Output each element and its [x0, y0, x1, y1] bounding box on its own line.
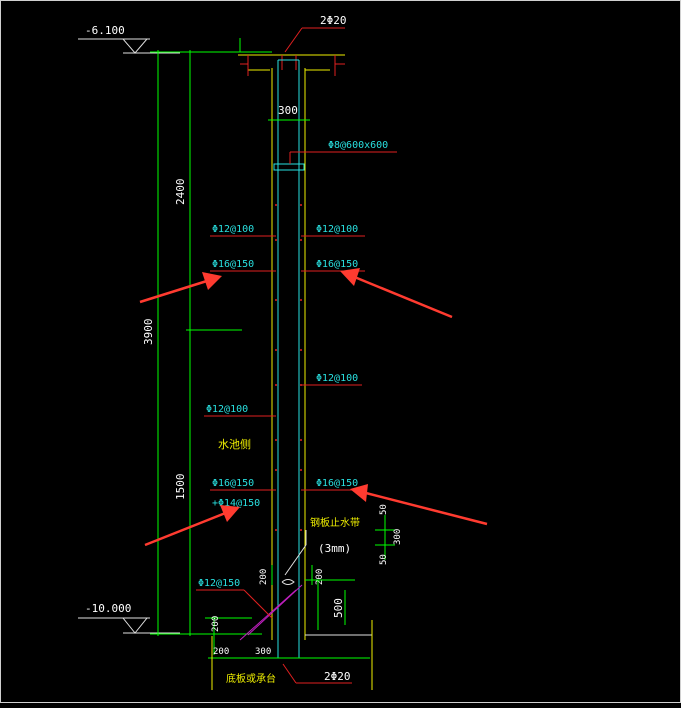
rebar-callout-right-lower: Φ16@150: [301, 478, 362, 491]
dim-upper-label: 2400: [174, 179, 187, 206]
haunch-and-base: 200 200 Φ12@150 200 200 300 500 底板或承台 2Φ…: [196, 565, 373, 690]
level-marker-top: -6.100: [78, 24, 180, 54]
wall-outline: [271, 59, 306, 659]
rebar-callout-left-upper-2: Φ16@150: [210, 259, 276, 272]
svg-text:200: 200: [213, 647, 229, 657]
tie-label: Φ8@600x600: [328, 140, 388, 151]
rebar-callout-right-upper-1: Φ12@100: [301, 224, 365, 237]
svg-text:50: 50: [379, 554, 389, 565]
pool-side-label: 水池侧: [218, 438, 251, 451]
svg-text:Φ12@100: Φ12@100: [212, 224, 254, 235]
rebar-callout-left-mid: Φ12@100: [204, 404, 276, 417]
svg-text:+Φ14@150: +Φ14@150: [212, 498, 260, 509]
svg-text:300: 300: [393, 529, 403, 545]
waterstop: 钢板止水带 (3mm) 50 300 50: [281, 504, 403, 585]
red-arrow-icon: [144, 505, 240, 547]
svg-text:Φ16@150: Φ16@150: [316, 478, 358, 489]
wall-thickness-dim: 300: [268, 104, 310, 121]
svg-text:200: 200: [211, 616, 221, 632]
svg-text:200: 200: [315, 569, 325, 585]
rebar-callout-left-upper-1: Φ12@100: [210, 224, 276, 237]
base-label: 底板或承台: [226, 672, 276, 685]
dim-total-label: 3900: [142, 319, 155, 346]
red-arrow-icon: [139, 272, 222, 304]
red-arrow-icon: [340, 268, 453, 319]
rebar-callout-left-lower: Φ16@150 +Φ14@150: [210, 478, 276, 509]
bottom-bars-label: 2Φ20: [324, 670, 351, 683]
wall-thickness-label: 300: [278, 104, 298, 117]
level-bottom-label: -10.000: [85, 602, 131, 615]
svg-text:50: 50: [379, 504, 389, 515]
svg-text:Φ12@100: Φ12@100: [316, 224, 358, 235]
dim-lower-label: 1500: [174, 474, 187, 501]
svg-text:Φ16@150: Φ16@150: [212, 259, 254, 270]
vertical-dimensions: [150, 38, 272, 636]
level-top-label: -6.100: [85, 24, 125, 37]
svg-text:500: 500: [332, 598, 345, 618]
svg-text:Φ12@100: Φ12@100: [316, 373, 358, 384]
level-marker-bottom: -10.000: [78, 602, 180, 634]
top-cap: 2Φ20: [238, 14, 347, 76]
top-bars-label: 2Φ20: [320, 14, 347, 27]
waterstop-label: 钢板止水带: [310, 516, 360, 529]
svg-text:Φ16@150: Φ16@150: [316, 259, 358, 270]
red-arrow-icon: [350, 484, 488, 526]
rebar-dots: [275, 204, 302, 531]
waterstop-thickness-label: (3mm): [318, 542, 351, 555]
rebar-callout-right-mid: Φ12@100: [301, 373, 362, 386]
svg-text:200: 200: [259, 569, 269, 585]
svg-text:Φ16@150: Φ16@150: [212, 478, 254, 489]
tie-bar: Φ8@600x600: [273, 140, 397, 171]
svg-text:300: 300: [255, 647, 271, 657]
svg-text:Φ12@100: Φ12@100: [206, 404, 248, 415]
haunch-bar-label: Φ12@150: [198, 578, 240, 589]
